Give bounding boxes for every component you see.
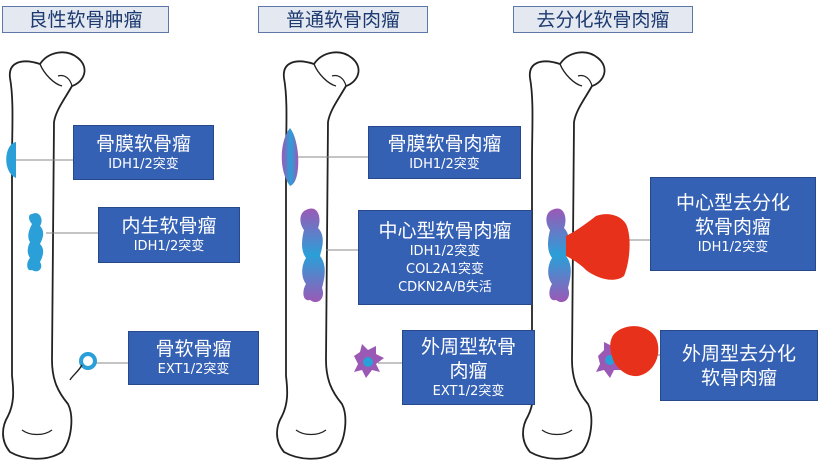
box-central-dedifferentiated: 中心型去分化 软骨肉瘤 IDH1/2突变 xyxy=(650,177,816,271)
enchondroma-lesion xyxy=(27,213,44,272)
box-periosteal-chondrosarcoma: 骨膜软骨肉瘤 IDH1/2突变 xyxy=(368,126,521,179)
header-conventional: 普通软骨肉瘤 xyxy=(258,6,428,33)
periosteal-chondrosarcoma-mutation: IDH1/2突变 xyxy=(409,156,480,172)
box-periosteal-chondroma: 骨膜软骨瘤 IDH1/2突变 xyxy=(73,125,214,180)
central-chondrosarcoma-lesion xyxy=(300,208,325,303)
central-dedifferentiated-mutation: IDH1/2突变 xyxy=(697,240,769,255)
peripheral-chondrosarcoma-mutation: EXT1/2突变 xyxy=(432,383,505,399)
box-enchondroma: 内生软骨瘤 IDH1/2突变 xyxy=(98,207,240,263)
enchondroma-title: 内生软骨瘤 xyxy=(121,215,217,237)
central-chondrosarcoma-mutation-1: IDH1/2突变 xyxy=(409,243,481,259)
femur-benign xyxy=(2,51,86,460)
header-benign: 良性软骨肿瘤 xyxy=(2,6,169,33)
box-peripheral-chondrosarcoma: 外周型软骨 肉瘤 EXT1/2突变 xyxy=(402,330,535,405)
osteochondroma-title: 骨软骨瘤 xyxy=(155,338,232,360)
periosteal-chondrosarcoma-lesion xyxy=(281,128,299,186)
central-chondrosarcoma-mutation-2: COL2A1突变 xyxy=(406,261,484,277)
osteochondroma-mutation: EXT1/2突变 xyxy=(157,362,230,377)
header-dedifferentiated: 去分化软骨肉瘤 xyxy=(513,6,693,33)
central-chondrosarcoma-title: 中心型软骨肉瘤 xyxy=(378,219,512,242)
box-osteochondroma: 骨软骨瘤 EXT1/2突变 xyxy=(128,331,259,385)
enchondroma-mutation: IDH1/2突变 xyxy=(133,239,205,254)
peripheral-dedifferentiated-title-line2: 软骨肉瘤 xyxy=(700,366,777,389)
central-dedifferentiated-title-line2: 软骨肉瘤 xyxy=(694,216,771,238)
peripheral-dedifferentiated-red-component xyxy=(610,326,659,377)
periosteal-chondroma-lesion xyxy=(6,142,16,178)
peripheral-chondrosarcoma-title-line2: 肉瘤 xyxy=(449,359,488,382)
periosteal-chondroma-mutation: IDH1/2突变 xyxy=(108,156,179,172)
periosteal-chondrosarcoma-title: 骨膜软骨肉瘤 xyxy=(387,132,502,155)
box-peripheral-dedifferentiated: 外周型去分化 软骨肉瘤 xyxy=(660,330,818,401)
peripheral-chondrosarcoma-title-line1: 外周型软骨 xyxy=(420,335,516,358)
periosteal-chondroma-title: 骨膜软骨瘤 xyxy=(95,132,191,155)
central-chondrosarcoma-mutation-3: CDKN2A/B失活 xyxy=(398,279,492,295)
central-dedifferentiated-red-component xyxy=(566,214,630,280)
osteochondroma-lesion xyxy=(79,352,97,370)
box-central-chondrosarcoma: 中心型软骨肉瘤 IDH1/2突变 COL2A1突变 CDKN2A/B失活 xyxy=(358,210,532,305)
central-dedifferentiated-cartilage xyxy=(546,208,571,303)
peripheral-dedifferentiated-title-line1: 外周型去分化 xyxy=(681,342,796,365)
central-dedifferentiated-title-line1: 中心型去分化 xyxy=(675,192,790,214)
